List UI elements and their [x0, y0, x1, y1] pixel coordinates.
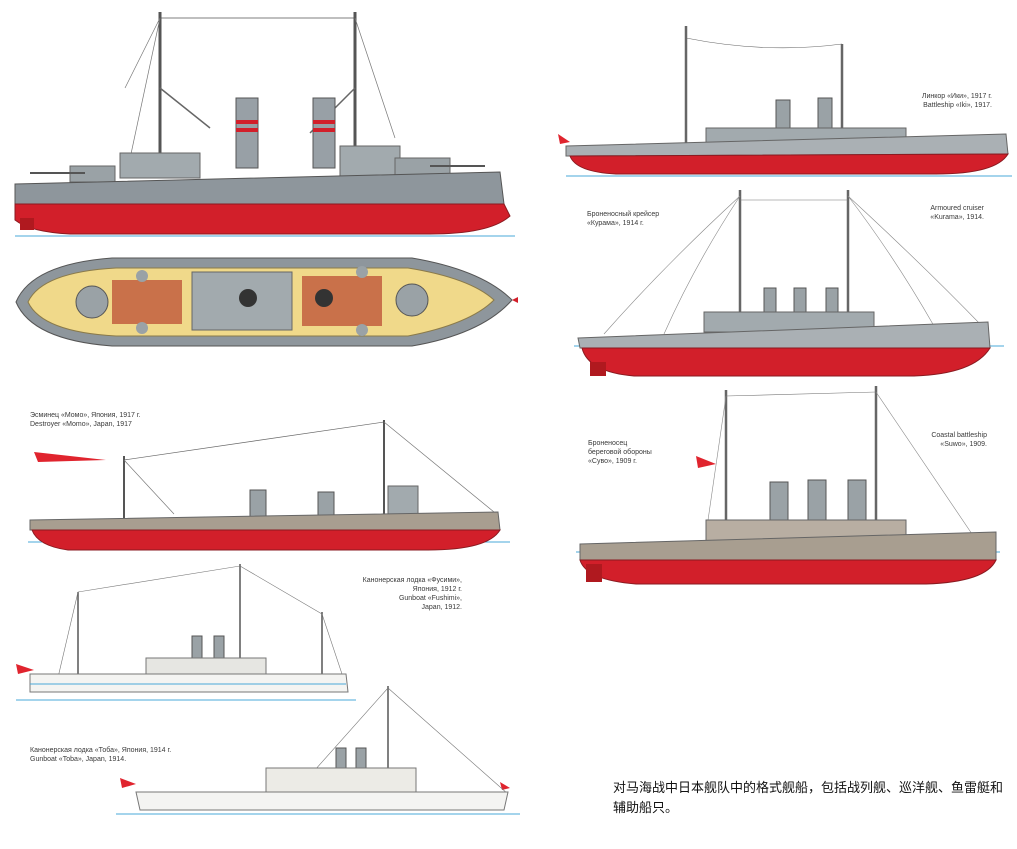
caption-kurama-ru-line2: «Курама», 1914 г.	[587, 220, 644, 227]
coastal-battleship-suwo-illustration	[576, 386, 1000, 585]
caption-suwo-ru: Броненосец береговой обороны «Суво», 190…	[588, 439, 652, 466]
caption-battleship-iki: Линкор «Ики», 1917 г. Battleship «Iki», …	[922, 92, 992, 110]
caption-gunboat-toba: Канонерская лодка «Тоба», Япония, 1914 г…	[30, 746, 171, 764]
battleship-deck-plan-illustration	[15, 257, 518, 347]
caption-suwo-en-line2: «Suwo», 1909.	[940, 441, 987, 448]
caption-fushimi-en2: Japan, 1912.	[421, 604, 462, 611]
gunboat-fushimi-illustration	[16, 564, 356, 701]
caption-kurama-en-line2: «Kurama», 1914.	[930, 214, 984, 221]
gunboat-toba-illustration	[116, 686, 520, 815]
caption-fushimi-ru2: Япония, 1912 г.	[412, 586, 462, 593]
armoured-cruiser-kurama-illustration	[574, 190, 1004, 377]
caption-suwo-en: Coastal battleship «Suwo», 1909.	[931, 431, 987, 449]
caption-destroyer-en: Destroyer «Momo», Japan, 1917	[30, 421, 132, 428]
battleship-profile-illustration	[14, 12, 515, 237]
caption-destroyer-momo: Эсминец «Момо», Япония, 1917 г. Destroye…	[30, 411, 141, 429]
caption-kurama-en-line1: Armoured cruiser	[930, 205, 984, 212]
caption-kurama-ru: Броненосный крейсер «Курама», 1914 г.	[587, 210, 659, 228]
caption-kurama-ru-line1: Броненосный крейсер	[587, 211, 660, 218]
caption-toba-ru: Канонерская лодка «Тоба», Япония, 1914 г…	[30, 747, 172, 754]
summary-caption: 对马海战中日本舰队中的格式舰船，包括战列舰、巡洋舰、鱼雷艇和辅助船只。	[613, 781, 1004, 816]
caption-suwo-en-line1: Coastal battleship	[931, 432, 987, 439]
battleship-iki-illustration	[558, 26, 1012, 177]
caption-suwo-ru-line2: береговой обороны	[588, 449, 652, 456]
caption-fushimi-en1: Gunboat «Fushimi»,	[398, 595, 462, 602]
caption-suwo-ru-line1: Броненосец	[588, 440, 628, 447]
destroyer-momo-illustration	[28, 420, 510, 551]
caption-toba-en: Gunboat «Toba», Japan, 1914.	[30, 756, 127, 763]
caption-destroyer-ru: Эсминец «Момо», Япония, 1917 г.	[30, 412, 141, 419]
caption-suwo-ru-line3: «Суво», 1909 г.	[588, 458, 637, 465]
caption-iki-en: Battleship «Iki», 1917.	[923, 102, 992, 109]
caption-gunboat-fushimi: Канонерская лодка «Фусими», Япония, 1912…	[363, 576, 462, 612]
caption-iki-ru: Линкор «Ики», 1917 г.	[921, 93, 992, 100]
caption-fushimi-ru1: Канонерская лодка «Фусими»,	[362, 577, 462, 584]
caption-kurama-en: Armoured cruiser «Kurama», 1914.	[930, 204, 984, 222]
